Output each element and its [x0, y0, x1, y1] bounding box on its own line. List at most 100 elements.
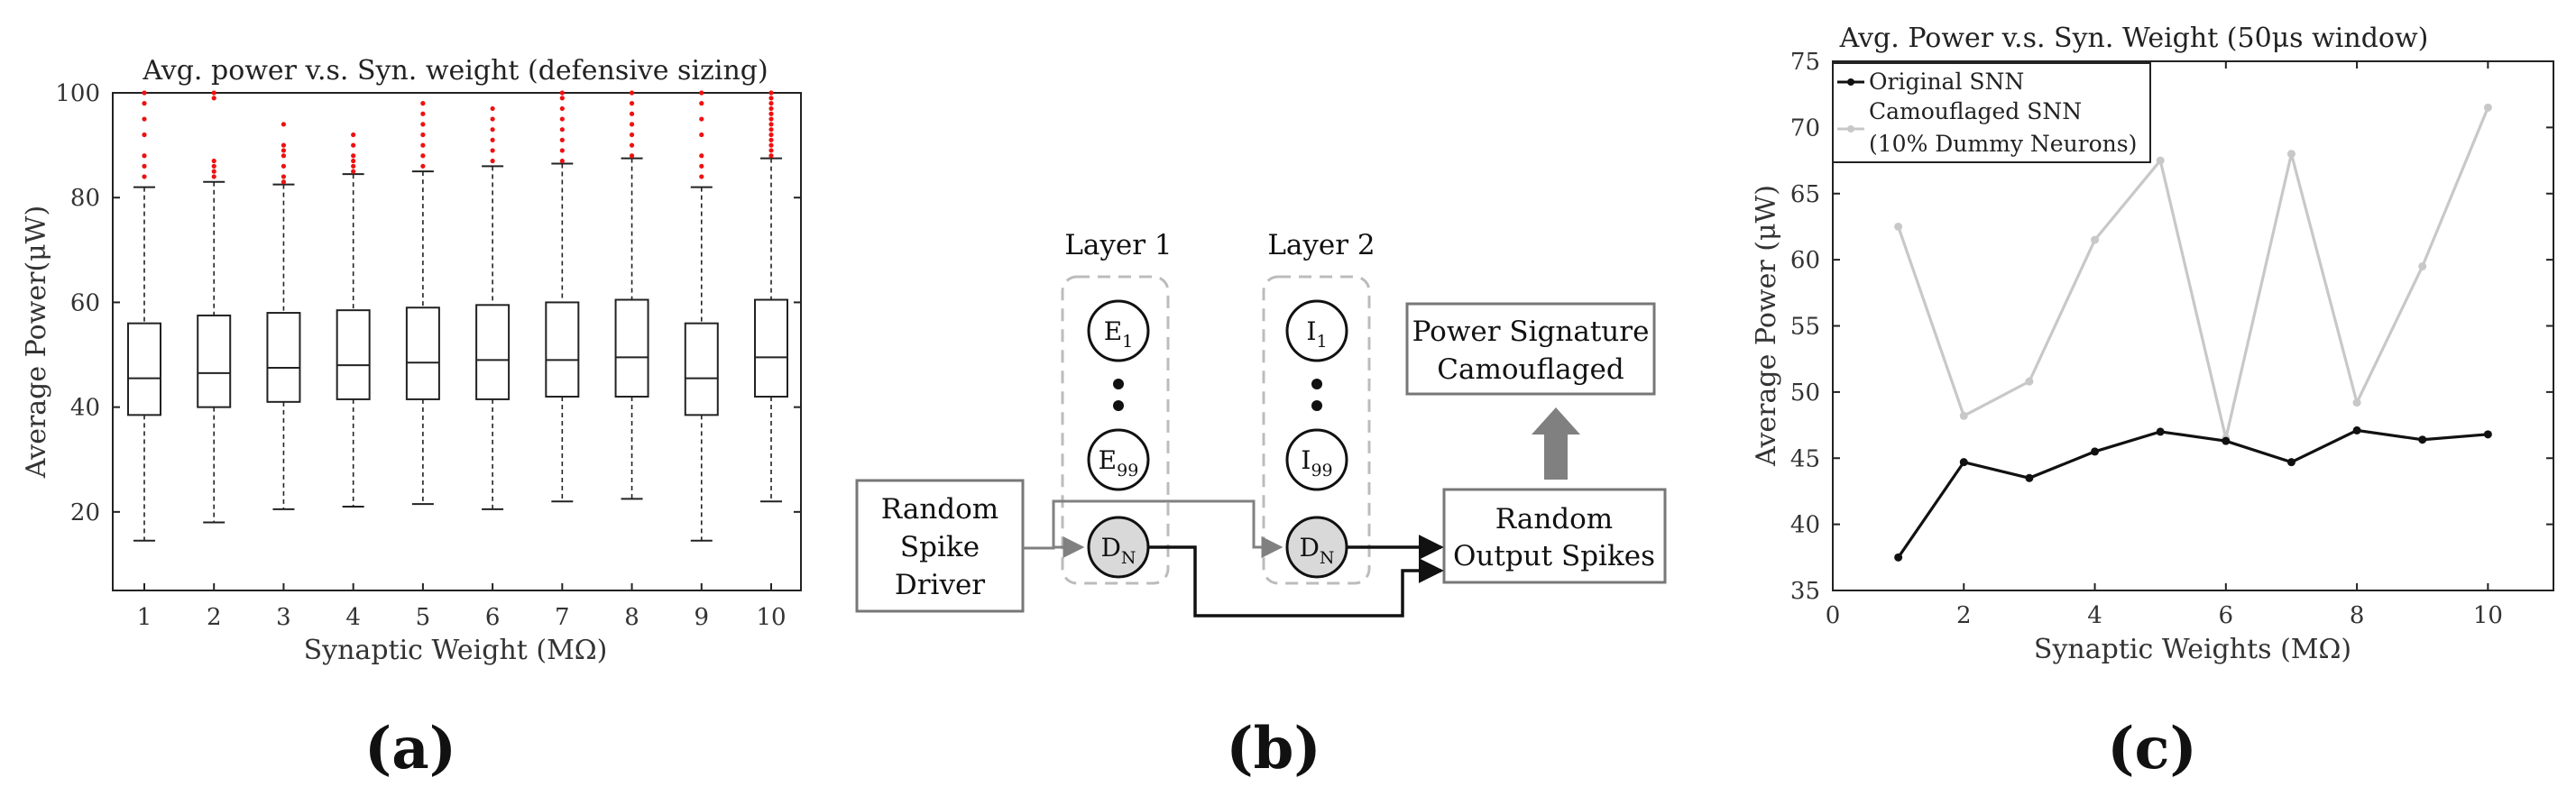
outlier-point: [281, 122, 287, 127]
line-chart-y-label: Average Power (μW): [1751, 185, 1782, 467]
outlier-point: [699, 116, 704, 122]
y-tick-label: 100: [55, 80, 100, 107]
original-series-point: [1894, 553, 1903, 562]
outlier-point: [768, 105, 774, 112]
camouflaged-series-point: [1959, 411, 1968, 420]
original-series-point: [2352, 425, 2361, 435]
outlier-point: [699, 174, 704, 179]
outlier-point: [629, 142, 635, 148]
spike-driver-line-1: Random: [881, 493, 998, 526]
outlier-point: [768, 116, 774, 122]
outlier-point: [629, 101, 635, 106]
x-tick-label: 4: [345, 604, 361, 631]
outlier-point: [420, 153, 426, 159]
outlier-point: [768, 96, 774, 101]
svg-text:E99: E99: [1099, 445, 1139, 480]
ellipsis-dot: [1113, 400, 1124, 411]
outlier-point: [768, 127, 774, 133]
outlier-point: [768, 90, 774, 96]
outlier-point: [351, 132, 356, 138]
layer2-node-i1: I1: [1285, 299, 1348, 362]
outlier-point: [699, 90, 704, 96]
original-series-point: [2091, 447, 2100, 456]
output-spikes-line-1: Random: [1495, 503, 1613, 535]
outlier-point: [420, 111, 426, 116]
box-plot-x-label: Synaptic Weight (MΩ): [304, 635, 608, 666]
layer2-container: [1262, 275, 1371, 585]
layer1-label: Layer 1: [1064, 229, 1172, 261]
y-tick-label: 55: [1790, 314, 1820, 341]
outlier-point: [629, 90, 635, 96]
outlier-point: [699, 101, 704, 106]
layer1-node-dummy: DN: [1087, 516, 1150, 579]
outlier-point: [211, 158, 216, 164]
outlier-point: [768, 137, 774, 142]
original-series-point: [2418, 435, 2427, 444]
camouflaged-series-point: [2156, 156, 2165, 165]
outlier-point: [699, 163, 704, 169]
svg-text:DN: DN: [1100, 533, 1136, 568]
original-series-point: [2156, 427, 2165, 436]
y-tick-label: 70: [1790, 114, 1820, 142]
line-chart-panel: Avg. Power v.s. Syn. Weight (50μs window…: [1751, 23, 2554, 782]
outlier-point: [351, 169, 356, 174]
panel-label-b: (b): [1226, 715, 1320, 782]
svg-text:DN: DN: [1299, 533, 1334, 568]
outlier-point: [142, 153, 147, 159]
layer1-node-e99: E99: [1087, 428, 1150, 491]
x-tick-label: 4: [2087, 602, 2102, 629]
panel-label-c: (c): [2107, 715, 2197, 782]
box-iqr: [614, 298, 649, 398]
y-tick-label: 80: [70, 185, 100, 212]
outlier-point: [768, 148, 774, 153]
outlier-point: [211, 90, 216, 96]
outlier-point: [559, 148, 565, 153]
legend-marker-original: [1847, 78, 1854, 86]
legend-marker-camouflaged: [1847, 125, 1854, 133]
outlier-point: [699, 132, 704, 138]
outlier-point: [490, 116, 495, 122]
x-tick-label: 6: [485, 604, 501, 631]
box-iqr: [405, 307, 440, 400]
y-tick-label: 60: [70, 289, 100, 316]
x-tick-label: 8: [2350, 602, 2365, 629]
outlier-point: [351, 142, 356, 148]
camouflaged-series-point: [2418, 261, 2427, 270]
outlier-point: [142, 163, 147, 169]
camouflaged-series-point: [2483, 103, 2492, 112]
outlier-point: [351, 163, 356, 169]
svg-text:I99: I99: [1301, 445, 1332, 480]
line-chart-series: [1894, 103, 2492, 562]
outlier-point: [629, 111, 635, 116]
outlier-point: [211, 169, 216, 174]
x-tick-label: 2: [207, 604, 222, 631]
outlier-point: [142, 116, 147, 122]
outlier-point: [559, 96, 565, 101]
box-iqr: [754, 298, 788, 398]
outlier-point: [559, 105, 565, 112]
outlier-point: [420, 163, 426, 169]
layer1-container: [1061, 275, 1170, 585]
legend-box: [1832, 62, 2151, 163]
legend-label-camouflaged-line-2: (10% Dummy Neurons): [1869, 131, 2137, 157]
outlier-point: [490, 158, 495, 164]
line-chart-legend: Original SNN Camouflaged SNN (10% Dummy …: [1832, 62, 2151, 163]
outlier-point: [559, 158, 565, 164]
outlier-point: [768, 142, 774, 148]
original-series-point: [2222, 436, 2231, 445]
y-tick-label: 20: [70, 499, 100, 526]
power-signature-line-1: Power Signature: [1412, 316, 1650, 348]
svg-text:I1: I1: [1306, 316, 1327, 352]
outlier-point: [142, 90, 147, 96]
legend-label-original: Original SNN: [1869, 69, 2024, 95]
original-series-line: [1897, 428, 2489, 559]
spike-driver-box: [855, 479, 1025, 613]
layer2-node-dummy: DN: [1285, 516, 1348, 579]
dummy1-to-output-wire: [1148, 545, 1444, 618]
outlier-point: [490, 105, 495, 112]
x-tick-label: 10: [2473, 602, 2503, 629]
outlier-point: [629, 122, 635, 127]
x-tick-label: 10: [756, 604, 786, 631]
outlier-point: [211, 96, 216, 101]
